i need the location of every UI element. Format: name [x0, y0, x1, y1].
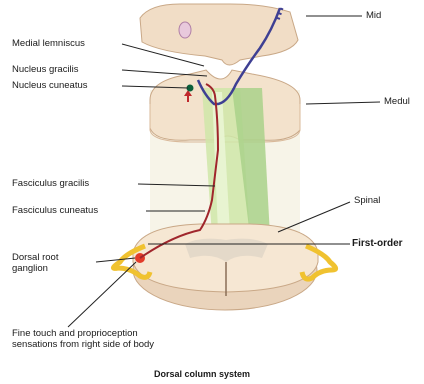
label-mid: Mid [366, 10, 381, 21]
label-nucleus-gracilis: Nucleus gracilis [12, 64, 79, 75]
label-dorsal-root-line1: Dorsal root [12, 252, 58, 263]
midbrain-section [140, 4, 298, 65]
figure-caption: Dorsal column system [154, 369, 250, 380]
label-medul: Medul [384, 96, 410, 107]
label-fasciculus-cuneatus: Fasciculus cuneatus [12, 205, 98, 216]
label-spinal: Spinal [354, 195, 380, 206]
midbrain-red-structure [179, 22, 191, 38]
label-dorsal-root-line2: ganglion [12, 263, 48, 274]
label-sensation-line2: sensations from right side of body [12, 339, 154, 350]
label-first-order: First-order [352, 238, 403, 249]
label-sensation-line1: Fine touch and proprioception [12, 328, 138, 339]
label-medial-lemniscus: Medial lemniscus [12, 38, 85, 49]
label-nucleus-cuneatus: Nucleus cuneatus [12, 80, 88, 91]
label-fasciculus-gracilis: Fasciculus gracilis [12, 178, 89, 189]
